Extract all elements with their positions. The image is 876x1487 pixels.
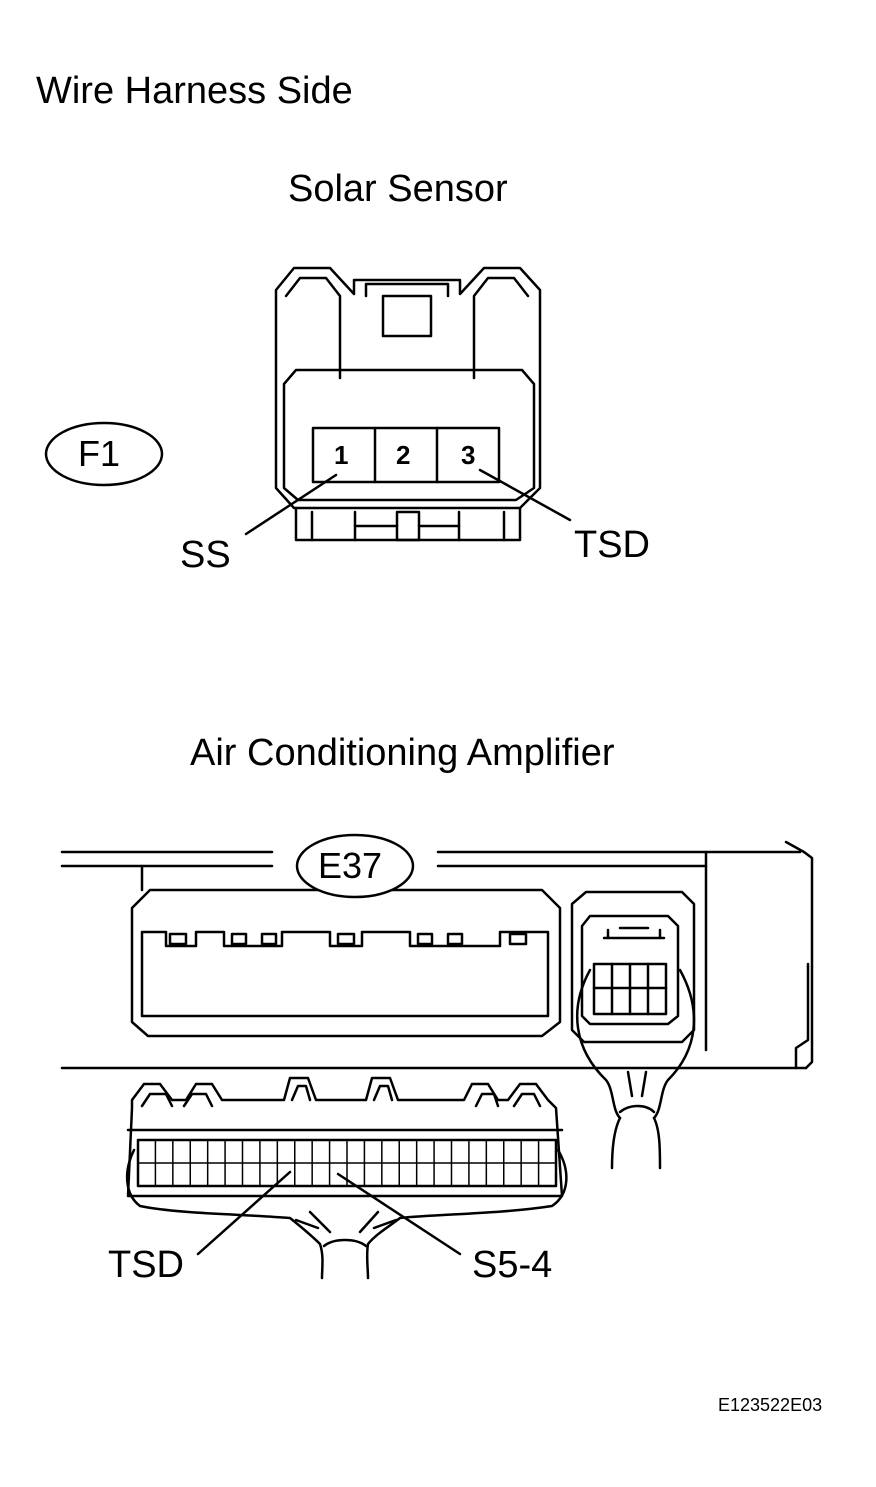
amplifier-title: Air Conditioning Amplifier <box>190 732 615 774</box>
connector-code-e37: E37 <box>318 845 383 886</box>
connector-code-f1: F1 <box>78 433 121 474</box>
ss-callout-label: SS <box>180 534 231 576</box>
page-title: Wire Harness Side <box>36 70 353 112</box>
s54-leader-line <box>336 1172 462 1256</box>
pin-grid-lines <box>137 1139 557 1187</box>
pin-block <box>311 426 501 484</box>
s54-callout-label: S5-4 <box>472 1244 553 1286</box>
figure-id: E123522E03 <box>718 1395 823 1415</box>
solar-sensor-connector <box>274 266 542 542</box>
tsd-leader-line-bottom <box>196 1170 292 1256</box>
e37-harness-bundle <box>125 1148 568 1280</box>
solar-sensor-title: Solar Sensor <box>288 168 508 210</box>
pin-2-label: 2 <box>396 440 411 470</box>
e37-badge-outline <box>295 833 415 899</box>
tsd-callout-label-top: TSD <box>574 524 650 566</box>
f1-badge-outline <box>44 421 164 487</box>
tsd-leader-line-top <box>478 468 572 522</box>
pin-1-label: 1 <box>334 440 349 470</box>
amplifier-body <box>60 840 814 1170</box>
tsd-callout-label-bottom: TSD <box>108 1244 184 1286</box>
ss-leader-line <box>244 473 338 536</box>
pin-3-label: 3 <box>461 440 476 470</box>
